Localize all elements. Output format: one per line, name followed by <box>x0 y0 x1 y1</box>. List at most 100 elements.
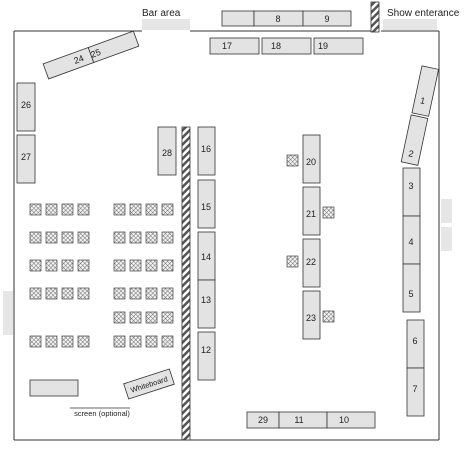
audience-seat-left-r1-c3 <box>77 231 90 244</box>
whiteboard-group: Whiteboard <box>123 368 175 400</box>
table-4-label: 4 <box>408 237 413 247</box>
audience-seat-right-r2-c3 <box>161 259 174 272</box>
audience-seat-right-r1-c2 <box>145 231 158 244</box>
show-entrance-label: Show enterance <box>387 8 460 19</box>
table-2-label: 2 <box>408 148 415 159</box>
show-entrance-opening <box>383 19 437 30</box>
audience-seat-left-r1-c2 <box>61 231 74 244</box>
table-1[interactable] <box>411 65 440 117</box>
seat-20 <box>286 154 299 167</box>
table-1-group: 1 <box>411 65 440 117</box>
audience-seat-left-r0-c0 <box>29 203 42 216</box>
audience-seat-right-r4-c3 <box>161 311 174 324</box>
table-24[interactable] <box>42 46 95 80</box>
table-19[interactable] <box>313 37 364 55</box>
audience-seat-left-r3-c1 <box>45 287 58 300</box>
table-7-label: 7 <box>412 384 417 394</box>
audience-seat-left-r1-c0 <box>29 231 42 244</box>
table-19-label: 19 <box>318 41 328 51</box>
bar-area-opening <box>142 19 190 30</box>
table-10-label: 10 <box>339 415 349 425</box>
table-18[interactable] <box>261 37 312 55</box>
audience-seat-right-r5-c2 <box>145 335 158 348</box>
audience-seat-left-r3-c0 <box>29 287 42 300</box>
table-1-label: 1 <box>419 95 426 106</box>
table-26-label: 26 <box>21 100 31 110</box>
table-29-label: 29 <box>258 415 268 425</box>
table-18-label: 18 <box>271 41 281 51</box>
right-wall-opening-lower <box>441 227 452 251</box>
audience-seat-left-r3-c3 <box>77 287 90 300</box>
audience-seat-left-r0-c2 <box>61 203 74 216</box>
table-5-label: 5 <box>408 289 413 299</box>
audience-seat-right-r3-c2 <box>145 287 158 300</box>
table-2-group: 2 <box>400 114 429 166</box>
bar-area-label: Bar area <box>142 8 181 19</box>
table-13[interactable] <box>197 279 216 329</box>
seat-22 <box>286 255 299 268</box>
table-3[interactable] <box>402 167 421 217</box>
table-5[interactable] <box>402 263 421 313</box>
audience-seat-right-r0-c3 <box>161 203 174 216</box>
audience-seat-left-r0-c1 <box>45 203 58 216</box>
table-17[interactable] <box>209 37 260 55</box>
table-unlabeled-top[interactable] <box>221 10 255 27</box>
table-15-label: 15 <box>201 202 211 212</box>
audience-seat-left-r4-c2 <box>61 335 74 348</box>
audience-seat-right-r4-c1 <box>129 311 142 324</box>
audience-seat-right-r5-c3 <box>161 335 174 348</box>
table-9[interactable] <box>302 10 352 27</box>
table-15[interactable] <box>197 179 216 229</box>
seat-21 <box>322 206 335 219</box>
audience-seat-left-r3-c2 <box>61 287 74 300</box>
audience-seat-left-r2-c2 <box>61 259 74 272</box>
audience-seat-right-r0-c2 <box>145 203 158 216</box>
audience-seat-left-r4-c3 <box>77 335 90 348</box>
table-10[interactable] <box>326 411 376 429</box>
whiteboard[interactable] <box>123 368 175 400</box>
table-21[interactable] <box>302 186 321 236</box>
audience-seat-left-r1-c1 <box>45 231 58 244</box>
table-21-label: 21 <box>306 209 316 219</box>
table-17-label: 17 <box>222 41 232 51</box>
table-22-label: 22 <box>306 257 316 267</box>
audience-seat-left-r0-c3 <box>77 203 90 216</box>
table-7[interactable] <box>406 367 425 417</box>
table-23-label: 23 <box>306 313 316 323</box>
audience-seat-left-r4-c0 <box>29 335 42 348</box>
table-2[interactable] <box>400 114 429 166</box>
table-16-label: 16 <box>201 144 211 154</box>
table-20[interactable] <box>302 134 321 184</box>
audience-seat-right-r5-c1 <box>129 335 142 348</box>
table-25[interactable] <box>87 30 140 64</box>
audience-seat-right-r3-c1 <box>129 287 142 300</box>
seat-23 <box>322 310 335 323</box>
audience-seat-right-r2-c2 <box>145 259 158 272</box>
entrance-pole <box>370 1 380 33</box>
audience-seat-right-r0-c0 <box>113 203 126 216</box>
screen-area[interactable] <box>29 379 79 397</box>
audience-seat-right-r4-c0 <box>113 311 126 324</box>
audience-seat-right-r2-c1 <box>129 259 142 272</box>
audience-seat-right-r3-c3 <box>161 287 174 300</box>
audience-seat-right-r4-c2 <box>145 311 158 324</box>
audience-seat-right-r1-c3 <box>161 231 174 244</box>
table-23[interactable] <box>302 290 321 340</box>
table-22[interactable] <box>302 238 321 288</box>
audience-seat-left-r2-c3 <box>77 259 90 272</box>
table-16[interactable] <box>197 126 216 176</box>
screen-label: screen (optional) <box>74 409 130 418</box>
table-28[interactable] <box>157 126 177 176</box>
table-25-label: 25 <box>89 47 102 60</box>
center-divider-pole <box>181 126 191 441</box>
table-26[interactable] <box>16 82 36 132</box>
table-6-label: 6 <box>412 336 417 346</box>
table-27[interactable] <box>16 134 36 184</box>
audience-seat-grid <box>29 203 174 348</box>
table-12[interactable] <box>197 331 216 381</box>
table-13-label: 13 <box>201 295 211 305</box>
table-24-25-group: 24 25 <box>42 30 140 80</box>
right-wall-opening-upper <box>441 199 452 223</box>
